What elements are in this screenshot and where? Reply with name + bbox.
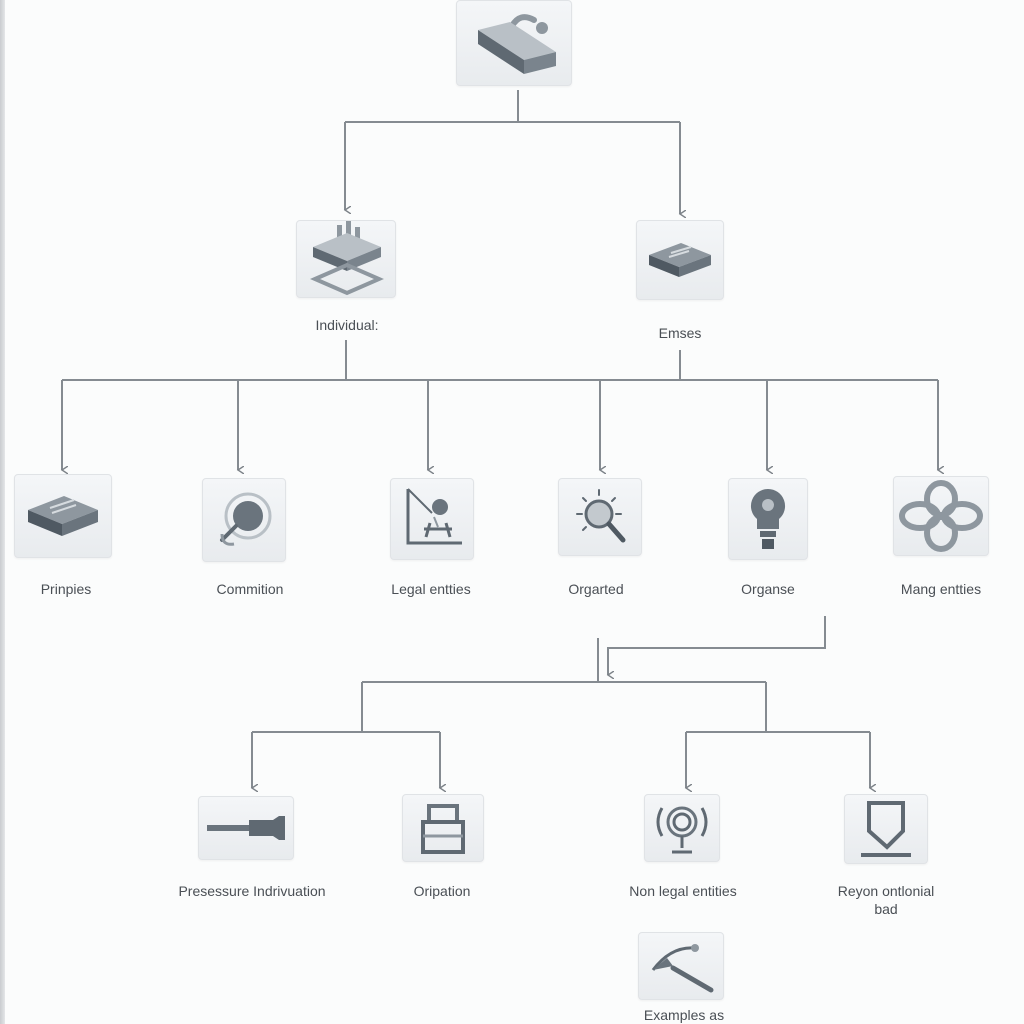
mang-entties-label: Mang entties: [900, 581, 982, 597]
non-legal-node[interactable]: [644, 794, 720, 862]
examples-node[interactable]: [638, 932, 724, 1000]
flat-block-icon: [28, 496, 98, 536]
non-legal-label: Non legal entities: [629, 883, 737, 899]
root-node[interactable]: [456, 0, 572, 86]
oripation-node[interactable]: [402, 794, 484, 862]
oripation-label: Oripation: [413, 883, 471, 899]
frame-node-icon: [406, 488, 462, 545]
commition-label: Commition: [216, 581, 284, 597]
sun-magnifier-icon: [576, 489, 626, 543]
tool-bar-icon: [207, 816, 285, 840]
magnifier-circle-icon: [220, 492, 272, 546]
knot-icon: [899, 480, 983, 552]
emses-node[interactable]: [636, 220, 724, 300]
stacked-layers-icon: [310, 221, 384, 296]
orgarted-node[interactable]: [558, 478, 642, 556]
individual-node[interactable]: [296, 220, 396, 298]
legal-entities-label: Legal entties: [391, 581, 471, 597]
reyon-node[interactable]: [844, 794, 928, 864]
commition-node[interactable]: [202, 478, 286, 562]
connector-organse-feedback: [608, 616, 826, 675]
brush-stroke-icon: [651, 944, 714, 993]
legal-entities-node[interactable]: [390, 478, 474, 560]
organse-label: Organse: [741, 581, 795, 597]
bar-block-icon: [478, 14, 556, 74]
prinpies-node[interactable]: [14, 474, 112, 558]
pressure-label: Presessure Indrivuation: [178, 883, 326, 899]
examples-label: Examples as: [643, 1007, 725, 1023]
pressure-node[interactable]: [198, 796, 294, 860]
individual-label: Individual:: [315, 317, 379, 333]
organse-node[interactable]: [728, 478, 808, 560]
shield-plate-icon: [861, 801, 911, 857]
lightbulb-icon: [750, 488, 786, 549]
emses-label: Emses: [658, 325, 702, 341]
reyon-label: Reyon ontlonial bad: [837, 883, 935, 917]
orgarted-label: Orgarted: [568, 581, 624, 597]
mang-entties-node[interactable]: [893, 476, 989, 556]
window-left-edge: [0, 0, 5, 1024]
speaker-stand-icon: [656, 806, 708, 854]
prinpies-label: Prinpies: [40, 581, 92, 597]
flat-block-icon: [649, 243, 711, 277]
box-frame-icon: [421, 804, 465, 854]
